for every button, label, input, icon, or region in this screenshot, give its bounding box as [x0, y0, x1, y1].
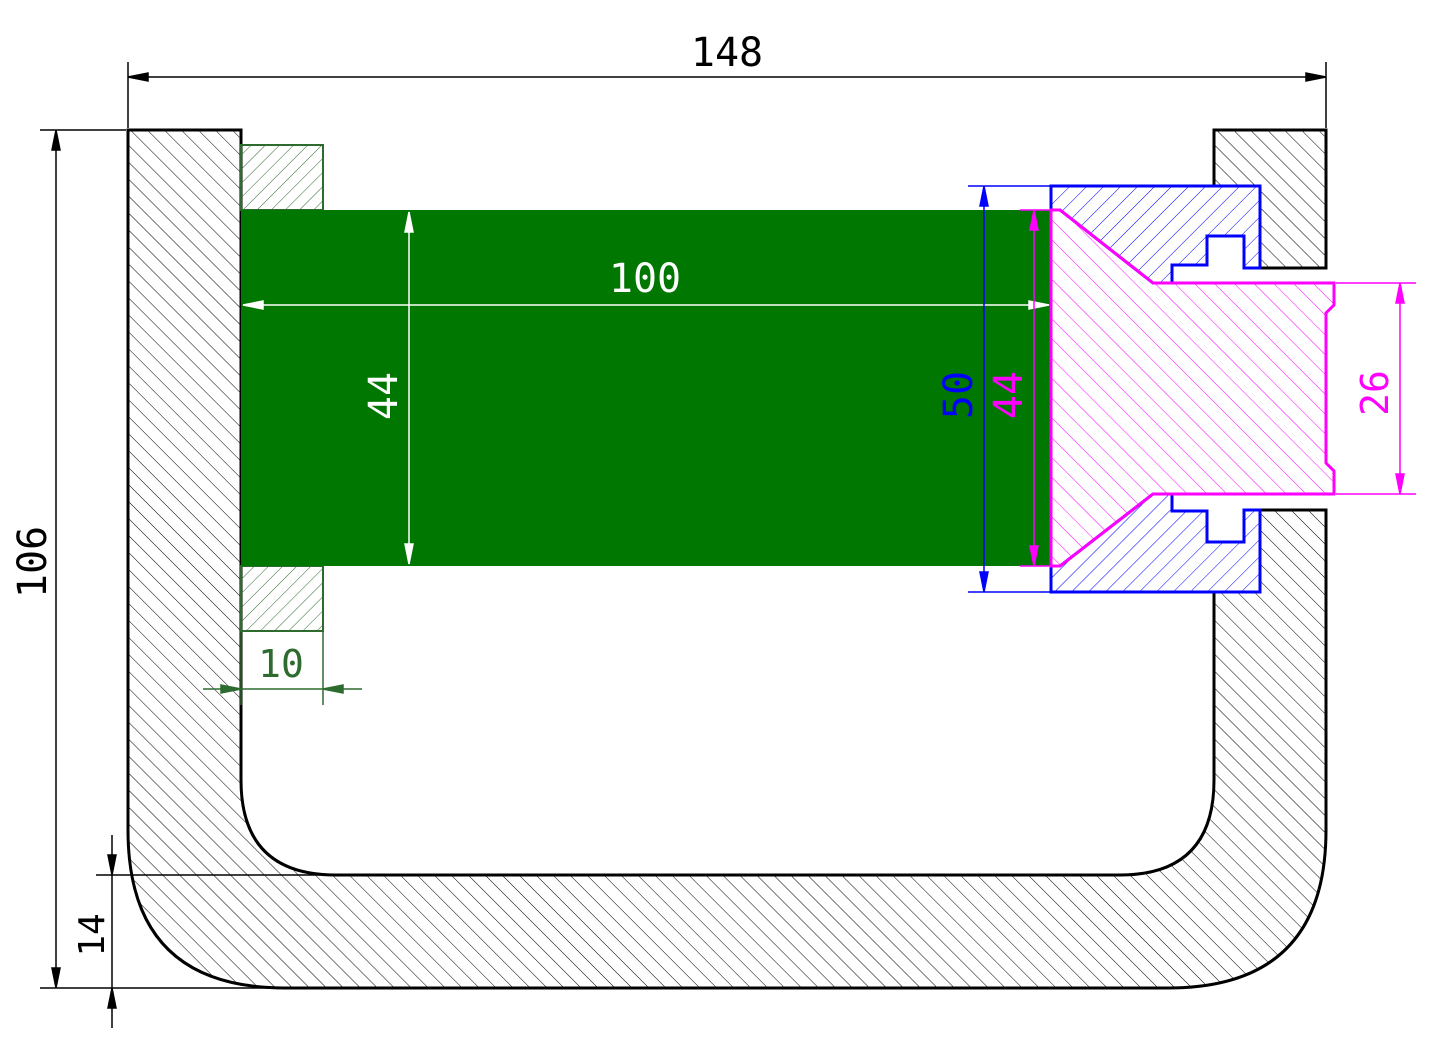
dim-overall-height: [40, 129, 300, 989]
dim-label-bottom-thickness: 14: [72, 913, 113, 956]
dim-overall-width: [127, 62, 1327, 128]
dim-label-overall-width: 148: [691, 30, 763, 76]
collars: [240, 144, 324, 632]
roller: [241, 210, 1051, 566]
dim-label-roller-diameter: 44: [361, 372, 407, 420]
frame: [126, 128, 1328, 990]
dim-plug-diameter: [1020, 209, 1051, 567]
dim-roller-diameter: [404, 211, 414, 565]
dim-label-bushing-outer: 50: [936, 371, 982, 419]
dim-label-overall-height: 106: [10, 526, 56, 598]
collar-bottom: [240, 565, 324, 632]
collar-top: [240, 144, 324, 211]
dim-label-shaft-diameter: 26: [1353, 370, 1397, 416]
dim-shaft-diameter: [1336, 282, 1416, 495]
dim-label-collar-width: 10: [258, 642, 304, 686]
dim-collar-width: [203, 631, 362, 705]
dim-bottom-thickness: [96, 835, 320, 1028]
plug: [1049, 208, 1336, 568]
dim-label-roller-length: 100: [609, 256, 681, 302]
frame-body: [126, 128, 1328, 990]
dim-label-plug-diameter: 44: [986, 371, 1032, 419]
dim-bushing-outer: [968, 185, 1051, 593]
